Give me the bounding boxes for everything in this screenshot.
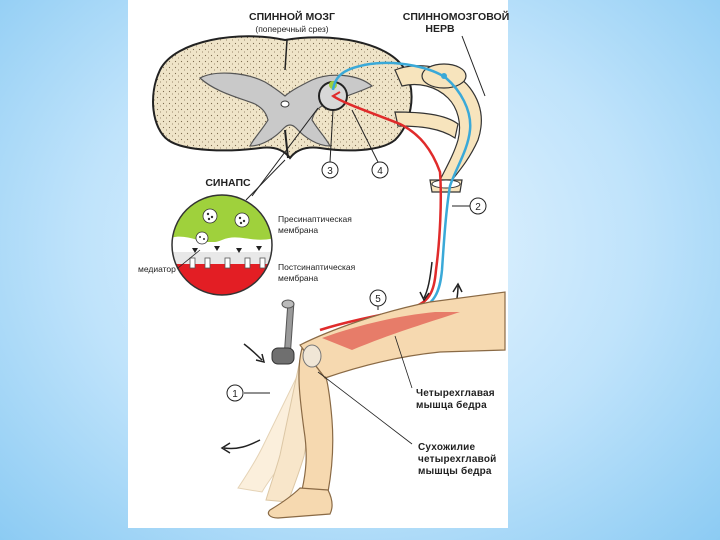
reflex-hammer xyxy=(271,299,295,365)
svg-text:1: 1 xyxy=(232,389,238,400)
tendon-label-line1: Сухожилие xyxy=(418,442,476,453)
kick-arrow xyxy=(223,439,261,450)
marker-3: 3 xyxy=(321,161,339,179)
marker-2: 2 xyxy=(452,197,487,215)
nerve-label-line1: СПИННОМОЗГОВОЙ xyxy=(403,10,510,23)
mediator-label: медиатор xyxy=(138,264,176,274)
svg-text:4: 4 xyxy=(377,166,383,177)
marker-4: 4 xyxy=(371,161,389,179)
ganglion-neuron xyxy=(441,73,447,79)
spinal-cord-section xyxy=(152,35,413,160)
spinal-cord-title: СПИННОЙ МОЗГ xyxy=(249,10,335,23)
postsynaptic-label-line1: Постсинаптическая xyxy=(278,262,356,272)
postsynaptic-label-line2: мембрана xyxy=(278,273,318,283)
nerve-label-line2: НЕРВ xyxy=(425,23,455,35)
hammer-arrow xyxy=(243,343,263,361)
muscle-label-line1: Четырехглавая xyxy=(416,388,495,399)
tendon-label-line2: четырехглавой xyxy=(418,454,496,465)
tendon-label-line3: мышцы бедра xyxy=(418,465,492,477)
muscle-label-line2: мышца бедра xyxy=(416,399,487,411)
spinal-cord-subtitle: (поперечный срез) xyxy=(255,24,328,34)
synapse-label: СИНАПС xyxy=(205,177,251,189)
svg-text:2: 2 xyxy=(475,202,481,213)
leg-figure xyxy=(237,291,506,519)
marker-1: 1 xyxy=(226,384,270,402)
descending-arrow xyxy=(423,261,433,299)
presynaptic-label-line2: мембрана xyxy=(278,225,318,235)
presynaptic-label-line1: Пресинаптическая xyxy=(278,214,352,224)
svg-text:3: 3 xyxy=(327,166,333,177)
marker-5: 5 xyxy=(369,289,387,310)
svg-text:5: 5 xyxy=(375,294,381,305)
